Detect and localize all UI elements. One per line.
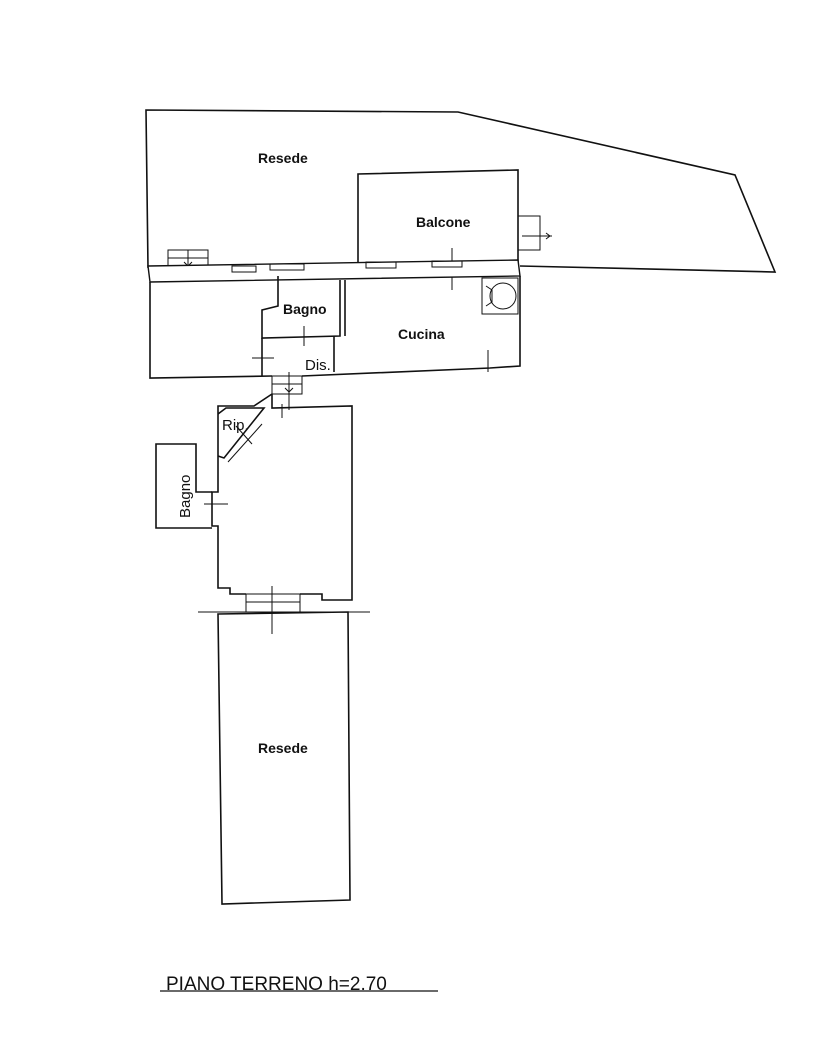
label-resede-bottom: Resede [258, 740, 308, 756]
label-resede-top: Resede [258, 150, 308, 166]
label-balcone: Balcone [416, 214, 471, 230]
label-dis: Dis. [305, 357, 331, 374]
plan-caption: PIANO TERRENO h=2.70 [166, 974, 387, 995]
resede-top-area [145, 109, 777, 282]
label-bagno-upper: Bagno [283, 301, 327, 317]
lower-house-block [155, 393, 353, 601]
resede-bottom-area [217, 611, 351, 905]
label-rip: Rip. [222, 417, 249, 434]
label-bagno-lower: Bagno [177, 475, 194, 518]
label-cucina: Cucina [398, 326, 445, 342]
upper-house-block [147, 259, 521, 379]
connecting-step [271, 372, 303, 410]
threshold [198, 586, 370, 634]
